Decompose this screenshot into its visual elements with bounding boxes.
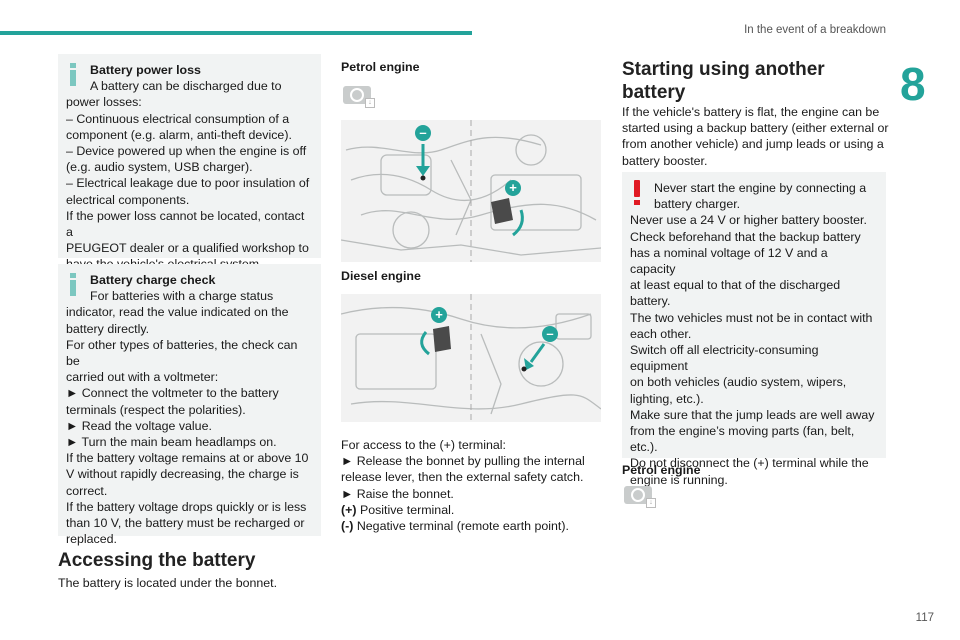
warning-line: engine is running. (630, 472, 728, 487)
warning-line: lighting, etc.). (630, 391, 704, 406)
power-loss-line: power losses: (66, 95, 142, 110)
power-loss-title: Battery power loss (90, 63, 201, 77)
charge-check-line: than 10 V, the battery must be recharged… (66, 516, 305, 531)
charge-check-line: ► Turn the main beam headlamps on. (66, 435, 277, 450)
chapter-number: 8 (896, 48, 960, 120)
warning-line: at least equal to that of the discharged (630, 278, 841, 293)
diesel-engine-illustration: + – (341, 294, 601, 422)
warning-exclamation-icon (630, 180, 644, 206)
svg-text:–: – (419, 125, 426, 140)
warning-line: from the engine’s moving parts (fan, bel… (630, 424, 855, 439)
power-loss-line: – Continuous electrical consumption of a (66, 111, 290, 126)
power-loss-line: PEUGEOT dealer or a qualified workshop t… (66, 241, 309, 256)
starting-another-battery-heading: Starting using another battery (622, 59, 825, 103)
page-number: 117 (915, 612, 934, 624)
charge-check-line: If the battery voltage drops quickly or … (66, 499, 307, 514)
power-loss-line: A battery can be discharged due to (90, 79, 282, 94)
instruction-line: release lever, then the external safety … (341, 470, 584, 485)
charge-check-line: carried out with a voltmeter: (66, 370, 219, 385)
instruction-line: ► Raise the bonnet. (341, 486, 454, 501)
starting-intro: If the vehicle's battery is flat, the en… (622, 105, 889, 168)
info-icon (67, 63, 81, 87)
power-loss-line: If the power loss cannot be located, con… (66, 208, 305, 240)
warning-line: Do not disconnect the (+) terminal while… (630, 456, 869, 471)
charge-check-line: For batteries with a charge status (90, 289, 274, 304)
petrol-engine-label-right: Petrol engine (622, 463, 701, 477)
negative-terminal-legend: (-) Negative terminal (remote earth poin… (341, 519, 569, 534)
charge-check-line: V without rapidly decreasing, the charge… (66, 467, 299, 482)
warning-line: Never use a 24 V or higher battery boost… (630, 213, 867, 228)
accessing-battery-text: The battery is located under the bonnet. (58, 576, 278, 590)
warning-line: battery. (630, 294, 671, 309)
petrol-engine-label: Petrol engine (341, 60, 420, 74)
charge-check-line: For other types of batteries, the check … (66, 337, 298, 369)
svg-text:+: + (435, 307, 443, 322)
warning-line: Switch off all electricity-consuming equ… (630, 343, 819, 374)
charge-check-line: ► Read the voltage value. (66, 418, 212, 433)
power-loss-line: electrical components. (66, 192, 190, 207)
jump-start-warning-box: Never start the engine by connecting a b… (622, 172, 886, 487)
warning-line: on both vehicles (audio system, wipers, (630, 375, 847, 390)
positive-terminal-marker: + (491, 180, 524, 237)
steering-wheel-icon: ↓ (341, 84, 375, 108)
power-loss-line: (e.g. audio system, USB charger). (66, 160, 253, 175)
warning-line: Make sure that the jump leads are well a… (630, 407, 875, 422)
bonnet-access-instructions: For access to the (+) terminal: ► Releas… (341, 437, 601, 534)
charge-check-line: ► Connect the voltmeter to the battery (66, 386, 279, 401)
instruction-line: ► Release the bonnet by pulling the inte… (341, 454, 585, 469)
charge-check-title: Battery charge check (90, 273, 216, 287)
charge-check-line: indicator, read the value indicated on t… (66, 305, 289, 320)
warning-line: battery charger. (654, 197, 741, 212)
steering-wheel-icon: ↓ (622, 484, 656, 508)
accessing-battery-heading: Accessing the battery (58, 550, 256, 571)
warning-line: Never start the engine by connecting a (654, 181, 867, 195)
charge-check-line: battery directly. (66, 321, 150, 336)
negative-terminal-marker: – (415, 125, 431, 181)
warning-line: etc.). (630, 440, 658, 455)
svg-text:+: + (509, 180, 517, 195)
power-loss-line: component (e.g. alarm, anti-theft device… (66, 127, 292, 142)
power-loss-info-box: Battery power loss A battery can be disc… (58, 54, 321, 288)
power-loss-line: – Device powered up when the engine is o… (66, 144, 307, 159)
warning-line: Check beforehand that the backup battery (630, 229, 861, 244)
warning-line: has a nominal voltage of 12 V and a capa… (630, 245, 828, 277)
svg-text:–: – (546, 326, 553, 341)
instruction-line: For access to the (+) terminal: (341, 438, 506, 452)
positive-terminal-legend: (+) Positive terminal. (341, 502, 455, 517)
charge-check-line: If the battery voltage remains at or abo… (66, 451, 309, 466)
petrol-engine-illustration: – + (341, 120, 601, 262)
diesel-engine-label: Diesel engine (341, 269, 421, 283)
charge-check-info-box: Battery charge check For batteries with … (58, 264, 321, 546)
positive-terminal-marker: + (420, 307, 451, 356)
header-accent-bar (0, 31, 472, 35)
negative-terminal-marker: – (521, 326, 558, 372)
power-loss-line: – Electrical leakage due to poor insulat… (66, 176, 310, 191)
charge-check-line: replaced. (66, 532, 117, 547)
charge-check-line: terminals (respect the polarities). (66, 402, 246, 417)
warning-line: each other. (630, 326, 692, 341)
warning-line: The two vehicles must not be in contact … (630, 310, 873, 325)
charge-check-line: correct. (66, 483, 108, 498)
info-icon (67, 273, 81, 297)
page-header-title: In the event of a breakdown (744, 24, 886, 36)
